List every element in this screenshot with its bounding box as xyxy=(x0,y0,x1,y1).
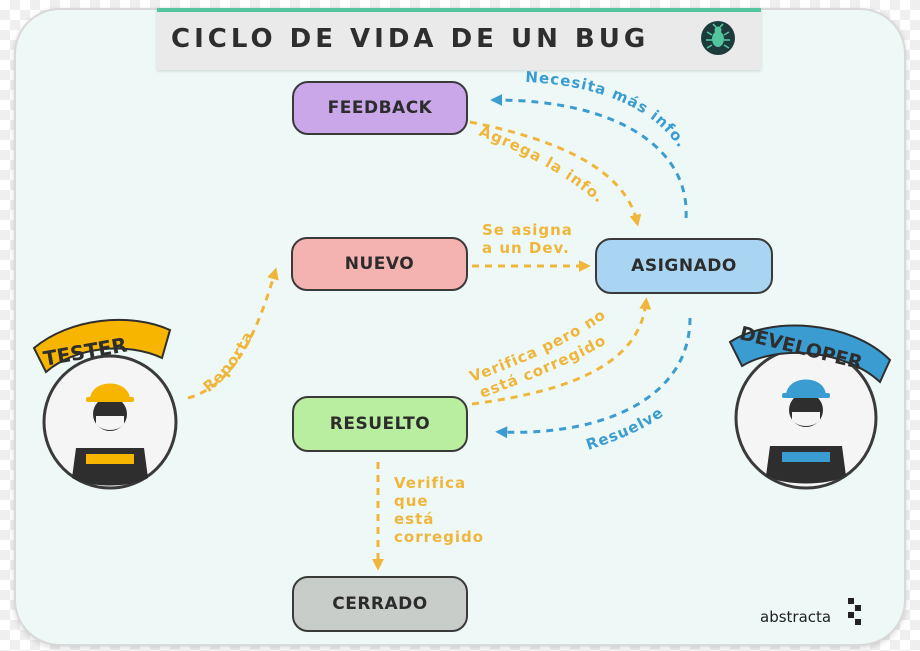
label-se-asigna-1: Se asigna xyxy=(482,221,573,239)
label-necesita-info: Necesita más info. xyxy=(525,68,691,151)
label-agrega-info: Agrega la info. xyxy=(477,122,609,207)
bug-icon xyxy=(701,21,735,55)
node-nuevo: NUEVO xyxy=(291,237,468,291)
tester-icon xyxy=(42,354,178,490)
node-asignado: ASIGNADO xyxy=(595,238,773,294)
developer-icon xyxy=(734,346,878,490)
node-cerrado-label: CERRADO xyxy=(332,594,428,614)
label-verifica-4: corregido xyxy=(394,528,484,546)
abstracta-logo-text: abstracta xyxy=(760,608,832,626)
label-reporta: Reporta xyxy=(200,328,258,396)
node-resuelto-label: RESUELTO xyxy=(329,414,431,434)
node-resuelto: RESUELTO xyxy=(292,396,468,452)
label-verifica-3: está xyxy=(394,510,434,528)
label-verifica-1: Verifica xyxy=(394,474,466,492)
node-feedback-label: FEEDBACK xyxy=(327,98,433,118)
abstracta-logo-icon xyxy=(848,598,861,625)
page-title: CICLO DE VIDA DE UN BUG xyxy=(171,24,650,54)
title-banner: CICLO DE VIDA DE UN BUG xyxy=(157,8,761,70)
arrow-resuelve xyxy=(495,317,692,439)
label-se-asigna-2: a un Dev. xyxy=(482,239,570,257)
label-verifica-2: que xyxy=(394,492,429,510)
arrow-reporta xyxy=(187,267,279,400)
node-cerrado: CERRADO xyxy=(292,576,468,632)
arrow-agrega-info xyxy=(469,120,642,227)
node-asignado-label: ASIGNADO xyxy=(631,256,737,276)
arrow-verifica-pero-no xyxy=(471,297,652,406)
node-feedback: FEEDBACK xyxy=(292,81,468,135)
node-nuevo-label: NUEVO xyxy=(344,254,415,274)
